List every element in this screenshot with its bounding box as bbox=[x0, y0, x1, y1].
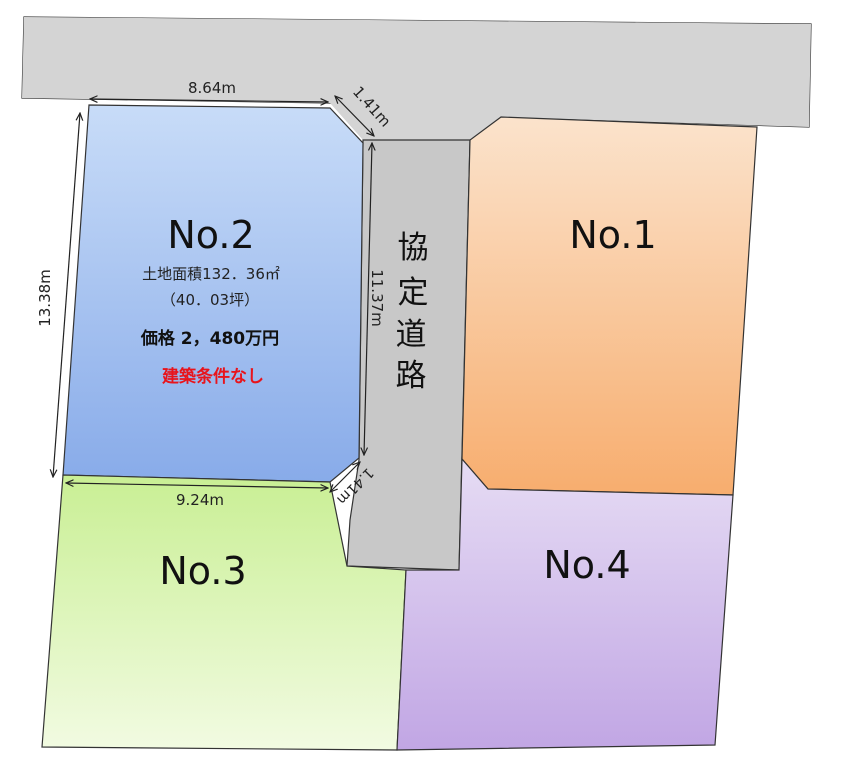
lot-no2-tsubo: （40．03坪） bbox=[161, 291, 259, 309]
lot-no4-label: No.4 bbox=[543, 543, 630, 587]
dimension-right: 11.37m bbox=[368, 269, 386, 327]
dimension-bottom: 9.24m bbox=[176, 491, 224, 509]
dimension-line-bottom bbox=[66, 483, 328, 488]
lot-no2-price: 価格 2，480万円 bbox=[140, 328, 279, 349]
road-label-char-3: 道 bbox=[396, 317, 427, 353]
agreement-road bbox=[346, 139, 471, 571]
road-label-char-2: 定 bbox=[398, 275, 429, 311]
lot-no1 bbox=[461, 116, 758, 496]
dimension-left: 13.38m bbox=[36, 269, 54, 327]
dimension-line-corner-top bbox=[335, 96, 374, 136]
dimension-top: 8.64m bbox=[188, 79, 236, 97]
lot-no2-area: 土地面積132．36㎡ bbox=[142, 265, 280, 283]
dimension-line-left bbox=[53, 113, 80, 477]
top-road-fill bbox=[22, 17, 811, 140]
lot-no2-condition: 建築条件なし bbox=[162, 366, 264, 387]
dimension-line-top bbox=[90, 99, 328, 102]
road-label-char-4: 路 bbox=[396, 358, 427, 394]
lot-no2-label: No.2 bbox=[167, 213, 254, 257]
lot-no1-label: No.1 bbox=[569, 213, 656, 257]
dimension-line-corner-bottom bbox=[330, 462, 360, 492]
road-label-char-1: 協 bbox=[398, 230, 429, 266]
dimension-line-right bbox=[364, 143, 372, 455]
lot-no4 bbox=[396, 457, 734, 751]
lot-no3-label: No.3 bbox=[159, 549, 246, 593]
